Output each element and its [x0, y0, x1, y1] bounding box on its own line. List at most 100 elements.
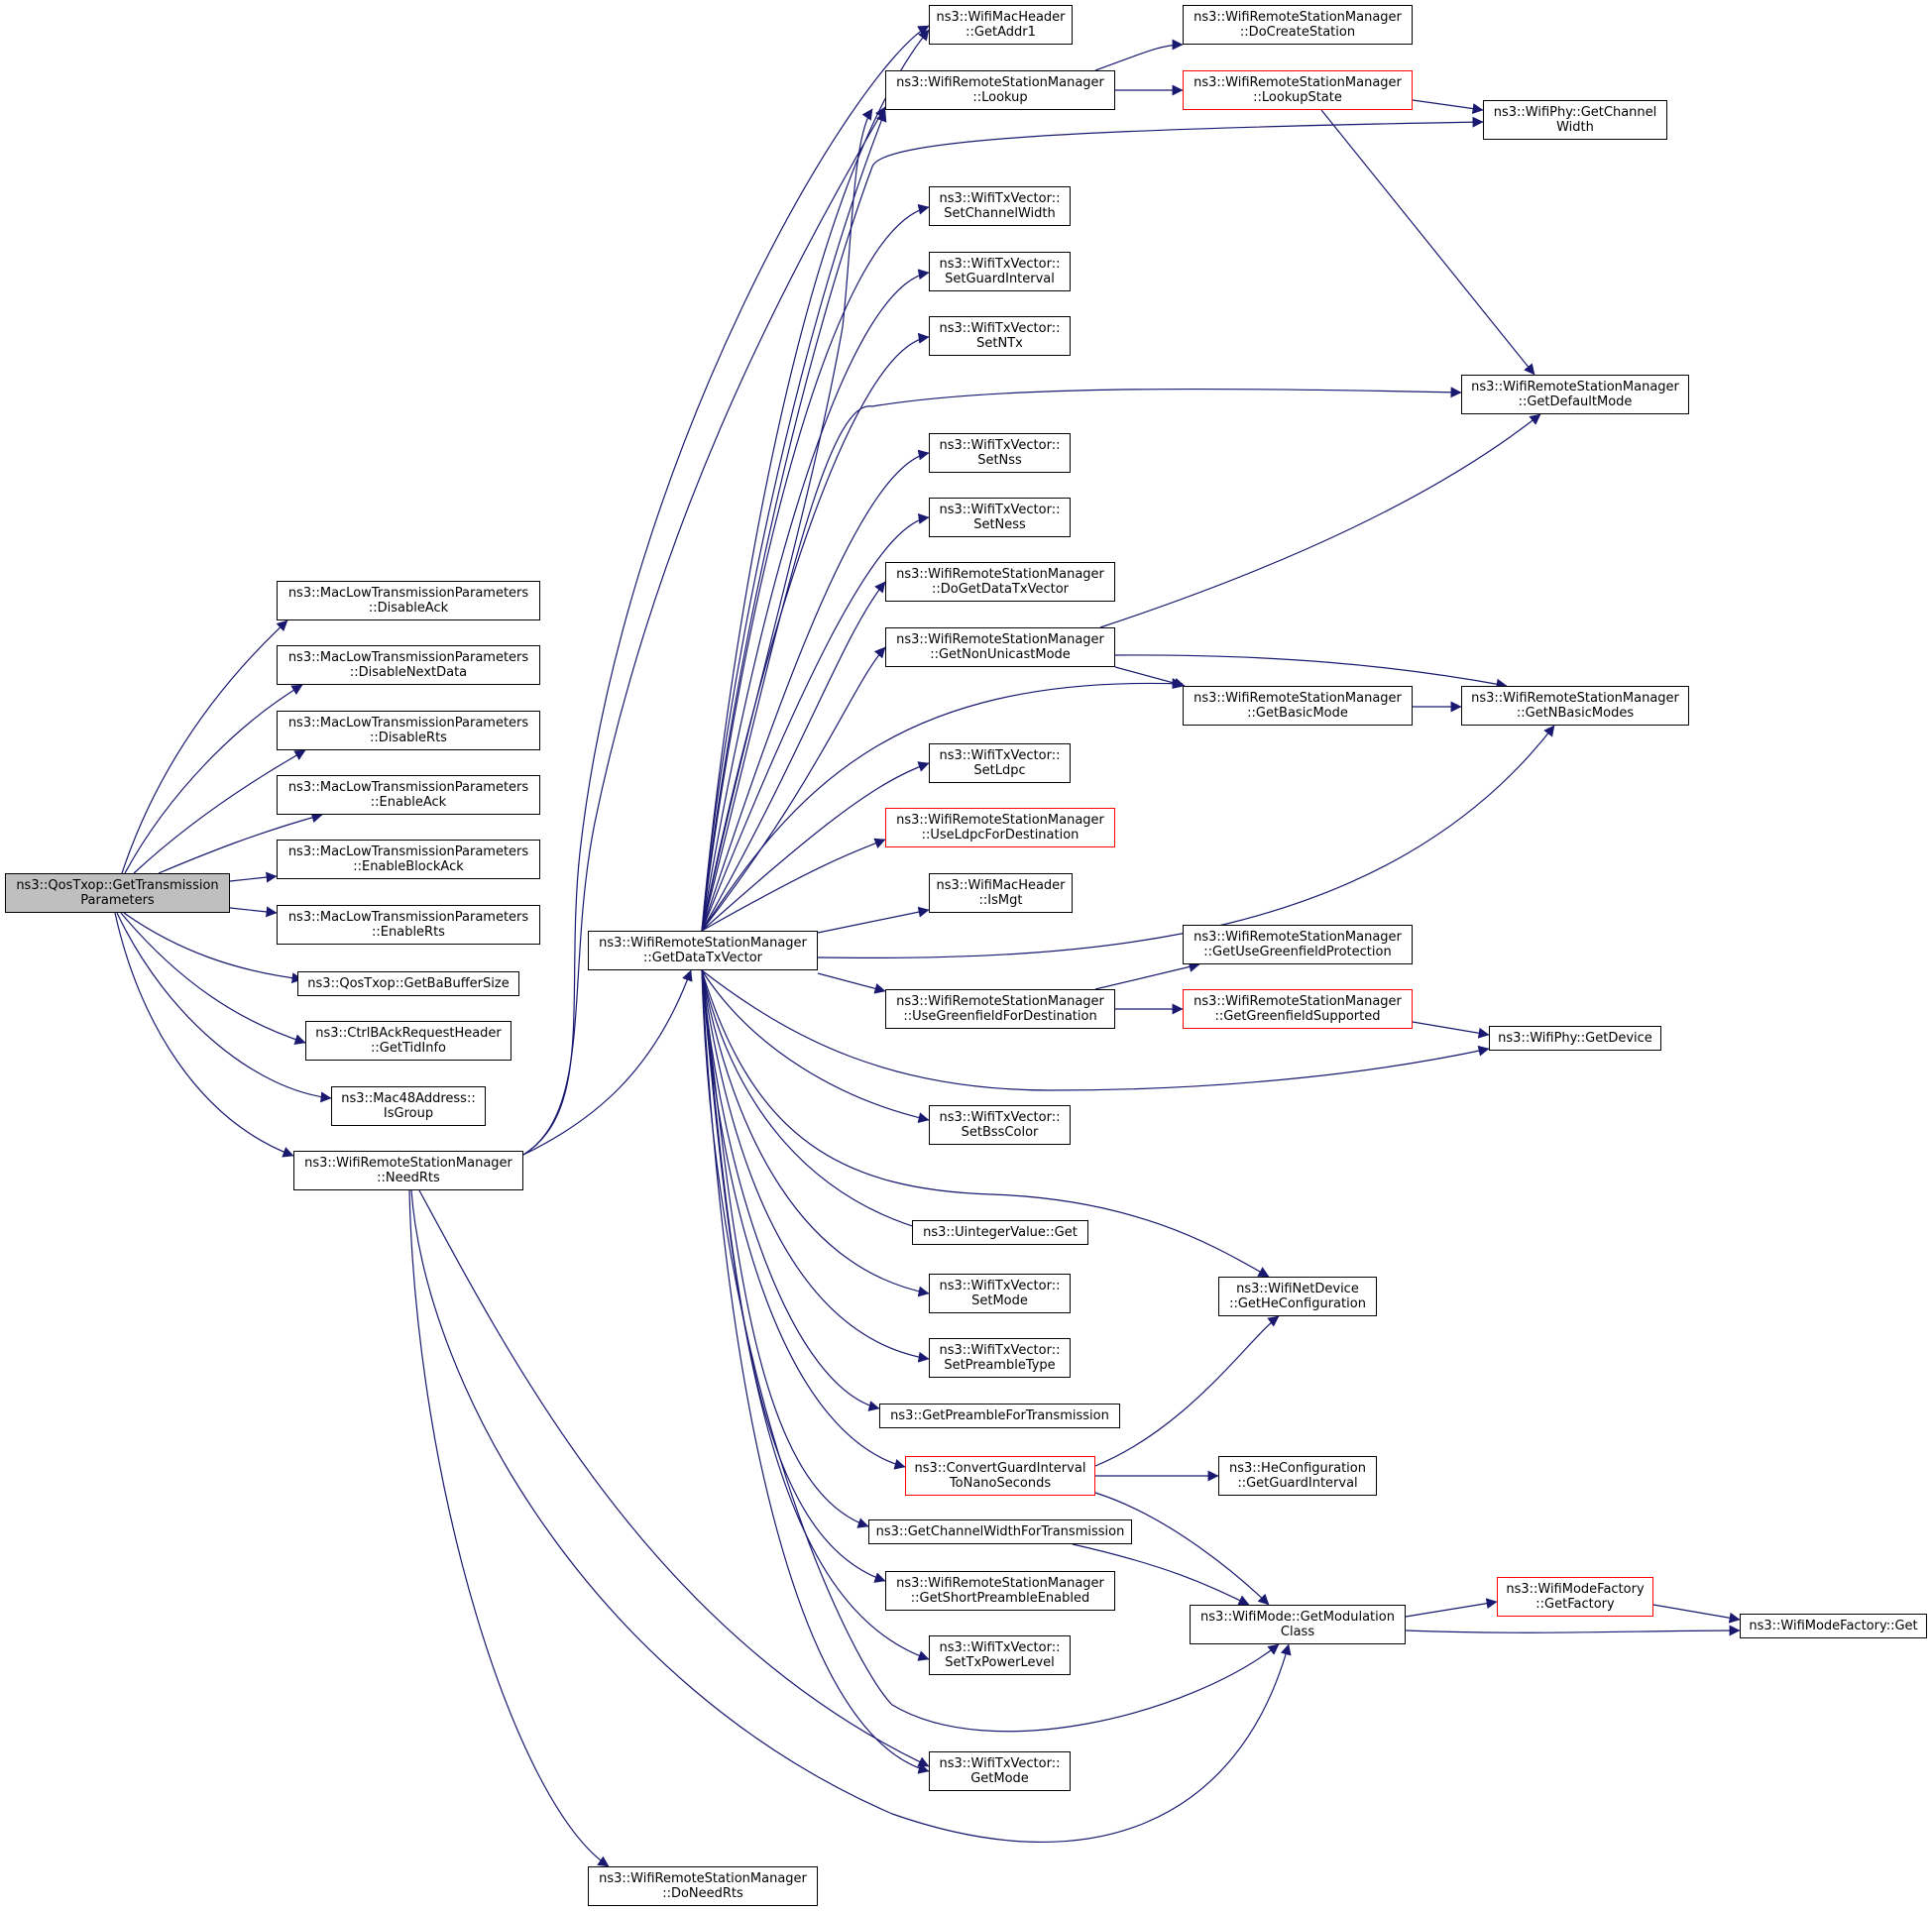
node-txv-set-mode[interactable]: ns3::WifiTxVector::SetMode — [929, 1274, 1071, 1313]
node-txv-set-nss[interactable]: ns3::WifiTxVector::SetNss — [929, 433, 1071, 473]
node-mac-header-get-addr1[interactable]: ns3::WifiMacHeader::GetAddr1 — [929, 5, 1073, 45]
call-edge — [701, 332, 930, 932]
node-txv-set-bss-color[interactable]: ns3::WifiTxVector::SetBssColor — [929, 1105, 1071, 1145]
call-edge — [408, 1189, 610, 1867]
call-edge — [522, 25, 930, 1156]
call-edge — [701, 646, 886, 932]
node-ctrl-back-get-tid-info[interactable]: ns3::CtrlBAckRequestHeader::GetTidInfo — [305, 1021, 511, 1061]
call-edge — [418, 1189, 930, 1767]
call-edge — [701, 969, 930, 1234]
call-edge — [701, 761, 930, 932]
node-wrsm-use-greenfield-for-destination[interactable]: ns3::WifiRemoteStationManager::UseGreenf… — [885, 989, 1115, 1029]
node-wrsm-get-greenfield-supported[interactable]: ns3::WifiRemoteStationManager::GetGreenf… — [1183, 989, 1413, 1029]
node-mltp-disable-rts[interactable]: ns3::MacLowTransmissionParameters::Disab… — [277, 711, 540, 750]
node-wrsm-get-short-preamble-enabled[interactable]: ns3::WifiRemoteStationManager::GetShortP… — [885, 1571, 1115, 1611]
node-wrsm-use-ldpc-for-destination[interactable]: ns3::WifiRemoteStationManager::UseLdpcFo… — [885, 808, 1115, 847]
node-txv-set-tx-power-level[interactable]: ns3::WifiTxVector::SetTxPowerLevel — [929, 1635, 1071, 1675]
call-edge — [1114, 666, 1186, 689]
call-edge — [701, 387, 1462, 932]
call-edge — [701, 969, 880, 1411]
node-txv-set-ntx[interactable]: ns3::WifiTxVector::SetNTx — [929, 316, 1071, 356]
node-wrsm-lookup-state[interactable]: ns3::WifiRemoteStationManager::LookupSta… — [1183, 70, 1413, 110]
call-edge — [701, 581, 886, 932]
call-edge — [229, 871, 278, 883]
node-txv-set-guard-interval[interactable]: ns3::WifiTxVector::SetGuardInterval — [929, 252, 1071, 291]
call-edge — [817, 725, 1555, 959]
call-edge — [701, 449, 930, 932]
call-edge — [1072, 1543, 1250, 1606]
call-edge — [701, 110, 887, 932]
call-edge — [1114, 654, 1508, 690]
node-uinteger-value-get[interactable]: ns3::UintegerValue::Get — [912, 1220, 1088, 1245]
call-edge — [701, 969, 1270, 1278]
node-txv-set-preamble-type[interactable]: ns3::WifiTxVector::SetPreambleType — [929, 1338, 1071, 1378]
node-wrsm-do-create-station[interactable]: ns3::WifiRemoteStationManager::DoCreateS… — [1183, 5, 1413, 45]
call-edge — [1094, 961, 1200, 990]
call-edge — [1412, 1021, 1490, 1039]
node-wrsm-get-non-unicast-mode[interactable]: ns3::WifiRemoteStationManager::GetNonUni… — [885, 627, 1115, 667]
call-edge — [1652, 1604, 1741, 1624]
call-edge — [701, 29, 930, 932]
call-edge — [701, 969, 930, 1124]
node-mac48-is-group[interactable]: ns3::Mac48Address::IsGroup — [331, 1086, 486, 1126]
call-edge — [158, 812, 323, 874]
node-wrsm-need-rts[interactable]: ns3::WifiRemoteStationManager::NeedRts — [293, 1151, 523, 1190]
call-edge — [1405, 1625, 1741, 1636]
call-edge — [701, 116, 1484, 932]
call-edge — [1320, 109, 1535, 376]
node-get-preamble-for-transmission[interactable]: ns3::GetPreambleForTransmission — [879, 1404, 1120, 1428]
call-edge — [1405, 1598, 1498, 1618]
node-wrsm-get-basic-mode[interactable]: ns3::WifiRemoteStationManager::GetBasicM… — [1183, 686, 1413, 726]
node-txv-set-ldpc[interactable]: ns3::WifiTxVector::SetLdpc — [929, 743, 1071, 783]
call-edge — [701, 969, 930, 1363]
call-edge — [1412, 99, 1484, 114]
node-netdevice-get-he-configuration[interactable]: ns3::WifiNetDevice::GetHeConfiguration — [1218, 1277, 1377, 1316]
call-edge — [1094, 39, 1184, 71]
node-txv-set-channel-width[interactable]: ns3::WifiTxVector::SetChannelWidth — [929, 186, 1071, 226]
node-mode-factory-get[interactable]: ns3::WifiModeFactory::Get — [1740, 1614, 1927, 1638]
call-edge — [123, 912, 303, 984]
call-edge — [701, 678, 1184, 932]
node-wrsm-lookup[interactable]: ns3::WifiRemoteStationManager::Lookup — [885, 70, 1115, 110]
call-edge — [701, 969, 886, 1583]
node-txv-get-mode[interactable]: ns3::WifiTxVector::GetMode — [929, 1751, 1071, 1791]
node-get-channel-width-for-transmission[interactable]: ns3::GetChannelWidthForTransmission — [868, 1519, 1132, 1544]
call-edge — [1094, 1315, 1280, 1467]
node-txv-set-ness[interactable]: ns3::WifiTxVector::SetNess — [929, 498, 1071, 537]
call-edge — [701, 838, 886, 932]
call-edge — [817, 906, 930, 934]
call-edge — [701, 969, 906, 1470]
node-he-config-get-guard-interval[interactable]: ns3::HeConfiguration::GetGuardInterval — [1218, 1456, 1377, 1496]
node-wrsm-get-default-mode[interactable]: ns3::WifiRemoteStationManager::GetDefaul… — [1461, 375, 1689, 414]
call-edge — [410, 1189, 1292, 1843]
call-edge — [522, 106, 886, 1156]
node-wrsm-do-need-rts[interactable]: ns3::WifiRemoteStationManager::DoNeedRts — [588, 1866, 818, 1906]
node-mltp-enable-rts[interactable]: ns3::MacLowTransmissionParameters::Enabl… — [277, 905, 540, 945]
call-edge — [701, 969, 930, 1661]
node-mac-header-is-mgt[interactable]: ns3::WifiMacHeader::IsMgt — [929, 873, 1073, 913]
call-edge — [124, 684, 303, 874]
call-edge — [120, 912, 306, 1046]
call-edge — [701, 969, 869, 1528]
call-edge — [1094, 1492, 1270, 1606]
node-qos-get-ba-buffer-size[interactable]: ns3::QosTxop::GetBaBufferSize — [297, 971, 519, 996]
call-edge — [701, 513, 930, 932]
call-edge — [701, 969, 930, 1774]
node-wrsm-get-use-greenfield-protection[interactable]: ns3::WifiRemoteStationManager::GetUseGre… — [1183, 925, 1413, 964]
node-wrsm-get-data-tx-vector[interactable]: ns3::WifiRemoteStationManager::GetDataTx… — [588, 931, 818, 970]
node-mltp-disable-ack[interactable]: ns3::MacLowTransmissionParameters::Disab… — [277, 581, 540, 620]
node-mltp-disable-next-data[interactable]: ns3::MacLowTransmissionParameters::Disab… — [277, 645, 540, 685]
call-edge — [229, 906, 278, 918]
node-wrsm-do-get-data-tx-vector[interactable]: ns3::WifiRemoteStationManager::DoGetData… — [885, 562, 1115, 602]
node-mode-factory-get-factory[interactable]: ns3::WifiModeFactory::GetFactory — [1497, 1577, 1653, 1617]
node-mltp-enable-block-ack[interactable]: ns3::MacLowTransmissionParameters::Enabl… — [277, 840, 540, 879]
call-edge — [522, 969, 693, 1156]
node-wrsm-get-n-basic-modes[interactable]: ns3::WifiRemoteStationManager::GetNBasic… — [1461, 686, 1689, 726]
node-phy-get-device[interactable]: ns3::WifiPhy::GetDevice — [1489, 1026, 1661, 1051]
node-mltp-enable-ack[interactable]: ns3::MacLowTransmissionParameters::Enabl… — [277, 775, 540, 815]
